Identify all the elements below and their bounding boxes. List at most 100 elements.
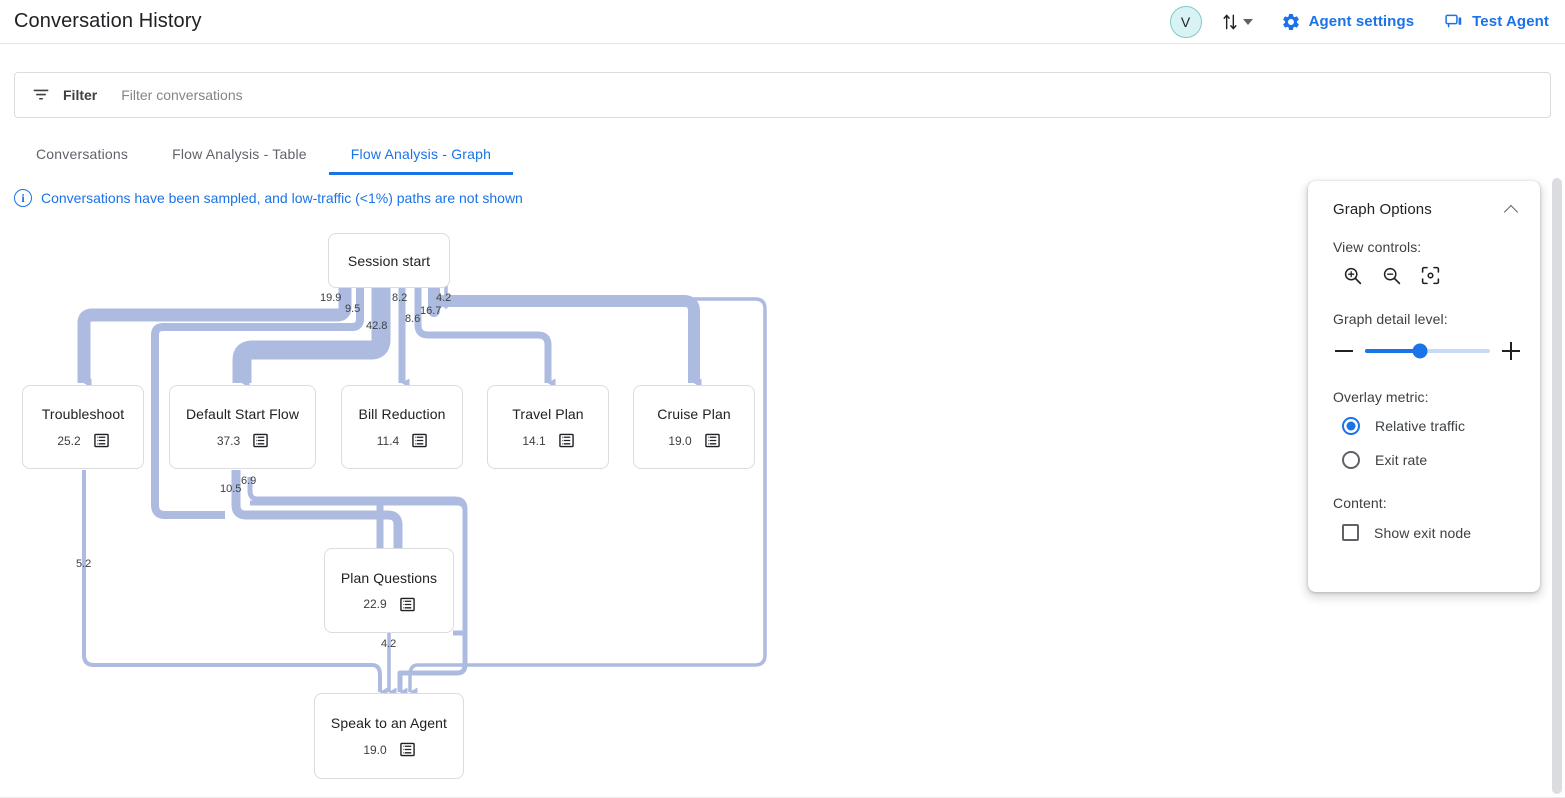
edge-label-6-9: 6.9 — [241, 475, 257, 487]
detail-level-label: Graph detail level: — [1333, 311, 1448, 327]
agent-settings-label: Agent settings — [1308, 13, 1415, 30]
graph-node-bill-reduction[interactable]: Bill Reduction 11.4 — [341, 385, 463, 469]
graph-node-label: Travel Plan — [512, 406, 584, 422]
graph-node-value: 19.0 — [363, 742, 387, 757]
graph-node-speak-to-an-agent[interactable]: Speak to an Agent 19.0 — [314, 693, 464, 779]
edge-label-42-8: 42.8 — [366, 320, 388, 332]
graph-options-panel: Graph Options View controls: — [1308, 181, 1540, 592]
table-details-icon[interactable] — [93, 433, 109, 448]
agent-settings-button[interactable]: Agent settings — [1281, 12, 1415, 32]
radio-relative-traffic[interactable]: Relative traffic — [1308, 417, 1540, 435]
tab-flow-analysis-table-label: Flow Analysis - Table — [172, 146, 307, 162]
view-controls-row — [1308, 265, 1540, 286]
graph-node-label: Plan Questions — [340, 569, 438, 586]
sort-order-control[interactable] — [1220, 12, 1253, 32]
sort-arrows-icon — [1223, 14, 1237, 29]
graph-node-meta: 11.4 — [377, 433, 427, 448]
filter-label: Filter — [63, 87, 98, 103]
filter-bar: Filter — [14, 72, 1551, 118]
table-details-icon[interactable] — [412, 433, 427, 448]
chevron-down-icon — [1242, 18, 1253, 25]
table-details-icon[interactable] — [399, 742, 415, 757]
graph-node-default-start-flow[interactable]: Default Start Flow 37.3 — [169, 385, 316, 469]
graph-node-plan-questions[interactable]: Plan Questions 22.9 — [324, 548, 454, 633]
gear-icon — [1282, 13, 1299, 30]
graph-node-value: 25.2 — [57, 433, 81, 448]
tab-flow-analysis-table[interactable]: Flow Analysis - Table — [150, 133, 329, 175]
overlay-metric-label: Overlay metric: — [1333, 389, 1429, 405]
graph-node-label: Cruise Plan — [657, 406, 731, 422]
checkbox-show-exit-node-box[interactable] — [1342, 524, 1359, 541]
checkbox-show-exit-node[interactable]: Show exit node — [1308, 524, 1540, 541]
detail-level-slider[interactable] — [1365, 343, 1490, 359]
edge-label-19-9: 19.9 — [320, 292, 342, 304]
graph-node-label: Troubleshoot — [41, 406, 125, 422]
tab-conversations[interactable]: Conversations — [14, 133, 150, 175]
app-header: Conversation History V Agent settings — [0, 0, 1565, 44]
graph-node-meta: 22.9 — [363, 597, 415, 612]
tab-bar: Conversations Flow Analysis - Table Flow… — [14, 133, 514, 177]
radio-relative-traffic-label: Relative traffic — [1375, 418, 1466, 434]
radio-exit-rate[interactable]: Exit rate — [1308, 451, 1540, 469]
radio-relative-traffic-indicator[interactable] — [1342, 417, 1360, 435]
graph-node-cruise-plan[interactable]: Cruise Plan 19.0 — [633, 385, 755, 469]
detail-decrease-button[interactable] — [1333, 340, 1355, 362]
graph-node-label: Speak to an Agent — [330, 715, 448, 731]
graph-node-value: 11.4 — [376, 433, 400, 448]
chat-bubble-icon — [1445, 14, 1462, 27]
sampling-notice: i Conversations have been sampled, and l… — [14, 189, 523, 207]
filter-icon[interactable] — [31, 85, 51, 105]
table-details-icon[interactable] — [399, 597, 415, 612]
table-details-icon[interactable] — [558, 433, 574, 448]
graph-node-meta: 19.0 — [363, 742, 415, 757]
filter-input[interactable] — [121, 87, 722, 103]
edge-label-16-7: 16.7 — [420, 305, 442, 317]
graph-node-travel-plan[interactable]: Travel Plan 14.1 — [487, 385, 609, 469]
chevron-up-icon[interactable] — [1503, 204, 1519, 219]
avatar[interactable]: V — [1169, 5, 1202, 38]
graph-node-value: 19.0 — [668, 433, 692, 448]
page-title: Conversation History — [14, 10, 202, 32]
graph-node-meta: 19.0 — [668, 433, 720, 448]
graph-node-label: Session start — [347, 252, 431, 269]
edge-label-8-2: 8.2 — [392, 292, 408, 304]
detail-level-control — [1308, 340, 1540, 362]
view-controls-label: View controls: — [1333, 239, 1422, 255]
radio-exit-rate-indicator[interactable] — [1342, 451, 1360, 469]
zoom-out-icon[interactable] — [1381, 265, 1402, 286]
graph-node-meta: 14.1 — [522, 433, 574, 448]
graph-node-label: Default Start Flow — [185, 406, 300, 422]
edge-label-9-5: 9.5 — [345, 303, 361, 315]
zoom-in-icon[interactable] — [1342, 265, 1363, 286]
graph-node-value: 37.3 — [216, 433, 241, 448]
info-icon: i — [14, 189, 32, 207]
content-label: Content: — [1333, 495, 1387, 511]
fit-to-screen-icon[interactable] — [1420, 265, 1441, 286]
sampling-notice-text: Conversations have been sampled, and low… — [41, 190, 523, 206]
detail-level-slider-thumb[interactable] — [1412, 343, 1428, 359]
detail-level-slider-fill — [1365, 349, 1420, 353]
graph-node-value: 14.1 — [522, 433, 546, 448]
tab-flow-analysis-graph-label: Flow Analysis - Graph — [350, 146, 492, 162]
edge-label-5-2: 5.2 — [76, 558, 92, 570]
avatar-initial: V — [1180, 13, 1191, 30]
graph-node-meta: 25.2 — [57, 433, 109, 448]
tab-flow-analysis-graph[interactable]: Flow Analysis - Graph — [328, 133, 514, 175]
detail-increase-button[interactable] — [1500, 340, 1522, 362]
graph-node-session-start[interactable]: Session start — [328, 233, 450, 288]
graph-node-label: Bill Reduction — [358, 406, 446, 422]
flow-graph-canvas[interactable]: Session start Troubleshoot 25.2 Default … — [0, 215, 1541, 780]
tab-conversations-label: Conversations — [36, 146, 129, 162]
table-details-icon[interactable] — [253, 433, 268, 448]
test-agent-label: Test Agent — [1472, 13, 1549, 30]
graph-node-meta: 37.3 — [217, 433, 268, 448]
edge-label-4-2-start: 4.2 — [436, 292, 452, 304]
vertical-scrollbar[interactable] — [1552, 178, 1562, 794]
graph-options-header: Graph Options — [1308, 181, 1540, 219]
flow-graph-edges — [77, 260, 767, 697]
edge-label-8-6: 8.6 — [405, 313, 421, 325]
table-details-icon[interactable] — [704, 433, 720, 448]
test-agent-button[interactable]: Test Agent — [1444, 12, 1549, 32]
graph-node-troubleshoot[interactable]: Troubleshoot 25.2 — [22, 385, 144, 469]
